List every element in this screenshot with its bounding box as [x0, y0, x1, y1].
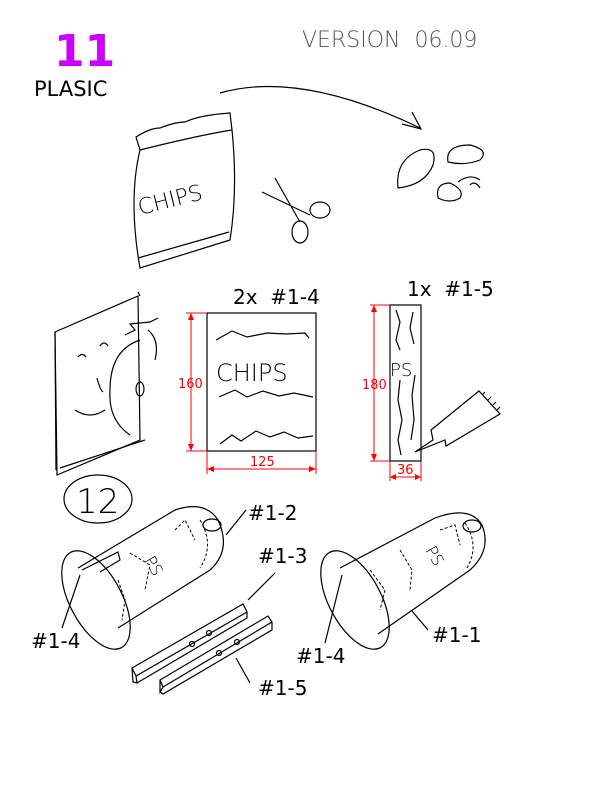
callout-1-4-right: #1-4 — [296, 644, 345, 668]
chips-bag-drawing: CHIPS — [133, 112, 236, 269]
callout-1-3: #1-3 — [258, 544, 307, 568]
dimension-height-a: 160 — [178, 312, 207, 452]
template-a-text: CHIPS — [216, 359, 288, 387]
template-part-1-4: 2x #1-4 CHIPS 160 125 — [178, 285, 320, 474]
opened-bag-face — [54, 291, 159, 476]
cylinder-text-right: PS — [422, 543, 448, 570]
height-dim-a: 160 — [178, 377, 203, 392]
version-label: VERSION 06.09 — [302, 28, 477, 53]
width-dim-a: 125 — [250, 455, 275, 470]
cylinder-text-left: PS — [141, 553, 167, 580]
step-12-text: 12 — [76, 482, 119, 522]
template-b-label: 1x #1-5 — [407, 277, 494, 301]
callout-1-4-left: #1-4 — [31, 629, 80, 653]
callout-1-1: #1-1 — [432, 623, 481, 647]
support-bars — [131, 603, 273, 695]
callouts: #1-2 #1-3 #1-4 #1-5 #1-4 #1-1 — [31, 501, 481, 700]
template-b-text: PS — [390, 360, 412, 381]
bag-text: CHIPS — [135, 181, 205, 221]
callout-1-2: #1-2 — [248, 501, 297, 525]
scissors-icon — [261, 177, 331, 244]
dimension-height-b: 180 — [362, 304, 390, 462]
step-number-12: 12 — [63, 474, 133, 524]
dimension-width-a: 125 — [206, 451, 317, 474]
step-title: PLASIC — [34, 77, 107, 101]
template-a-label: 2x #1-4 — [233, 285, 320, 309]
callout-1-5: #1-5 — [258, 676, 307, 700]
flow-arrow — [219, 85, 423, 130]
width-dim-b: 36 — [397, 463, 414, 478]
chip-pieces — [397, 144, 484, 202]
dimension-width-b: 36 — [389, 461, 422, 481]
template-part-1-5: 1x #1-5 PS 180 36 — [362, 277, 501, 481]
glue-tube-icon — [414, 390, 501, 453]
step-number-11: 11 — [54, 26, 115, 77]
height-dim-b: 180 — [362, 378, 387, 393]
